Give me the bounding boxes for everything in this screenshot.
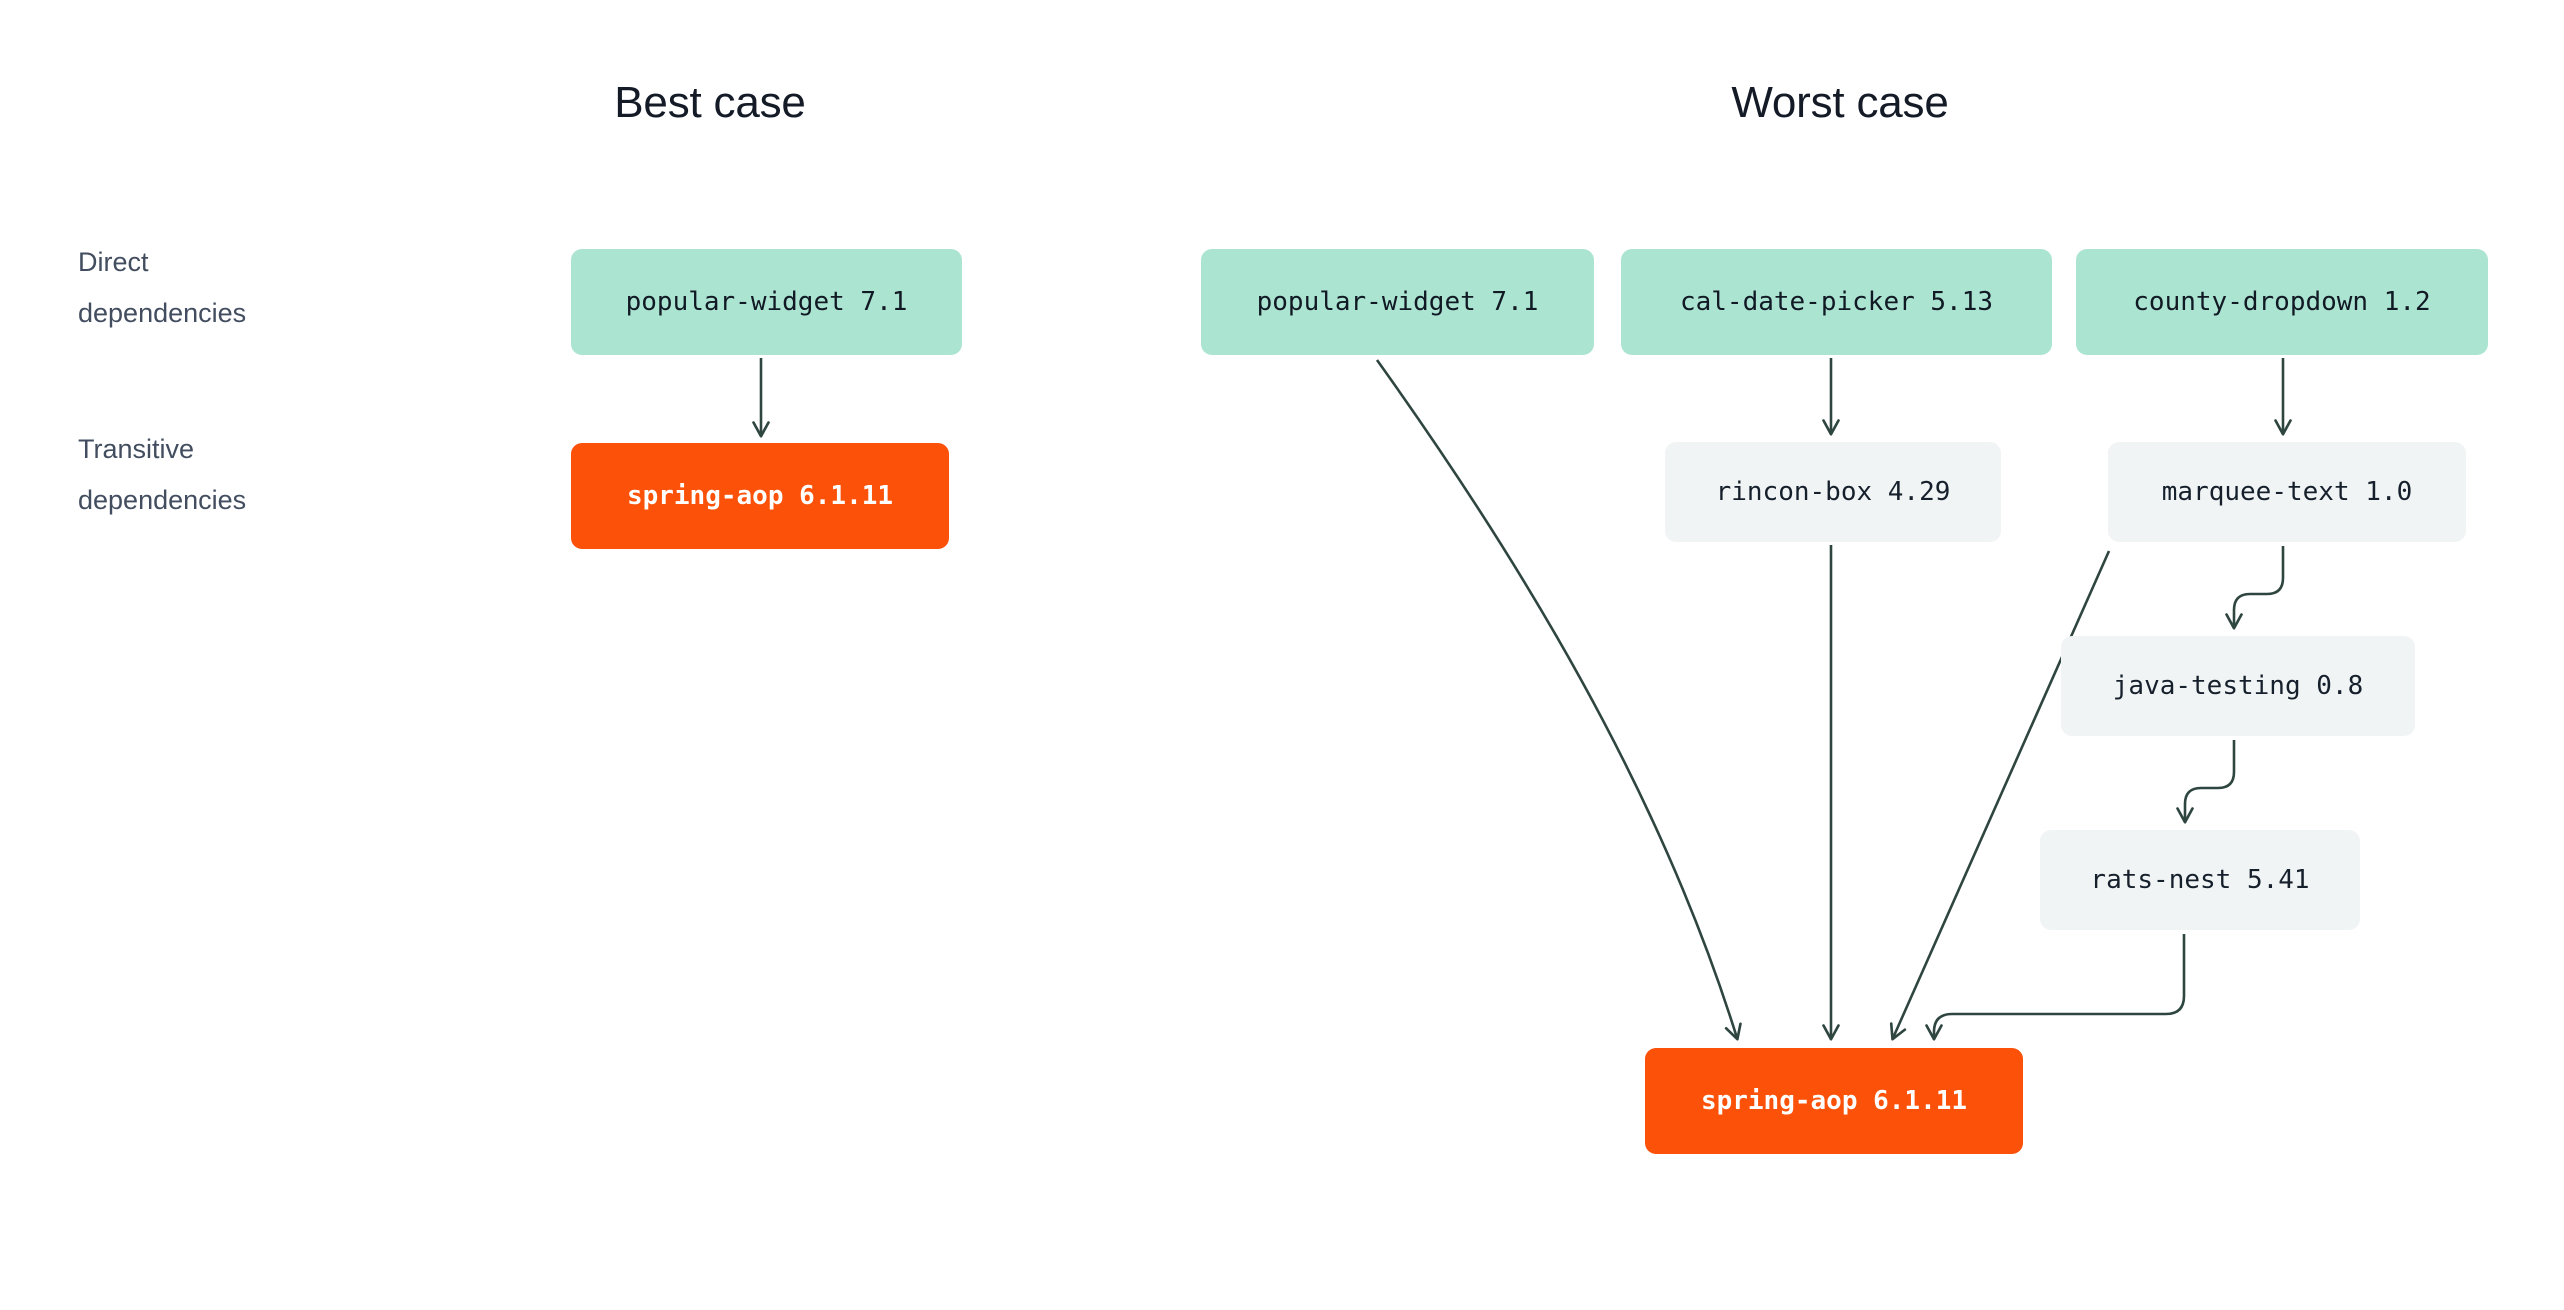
edge-w-java-to-w-rats: [2176, 740, 2236, 824]
node-worst-spring-aop: spring-aop 6.1.11: [1645, 1048, 2023, 1154]
row-label-direct-line2: dependencies: [78, 298, 247, 328]
row-label-transitive-dependencies: Transitive dependencies: [78, 424, 408, 526]
row-label-direct-line1: Direct: [78, 247, 149, 277]
node-best-spring-aop: spring-aop 6.1.11: [571, 443, 949, 549]
node-best-popular-widget: popular-widget 7.1: [571, 249, 962, 355]
node-worst-rincon-box: rincon-box 4.29: [1665, 442, 2001, 542]
node-worst-county-dropdown: county-dropdown 1.2: [2076, 249, 2488, 355]
node-worst-cal-date-picker: cal-date-picker 5.13: [1621, 249, 2052, 355]
edge-w-rats-to-w-spring: [1925, 934, 2186, 1041]
panel-title-best-case: Best case: [614, 78, 806, 127]
node-worst-popular-widget: popular-widget 7.1: [1201, 249, 1594, 355]
node-worst-marquee-text: marquee-text 1.0: [2108, 442, 2466, 542]
edge-w-marquee-to-w-java: [2225, 546, 2285, 630]
panel-title-worst-case: Worst case: [1731, 78, 1949, 127]
row-label-transitive-line2: dependencies: [78, 485, 247, 515]
row-label-direct-dependencies: Direct dependencies: [78, 237, 408, 339]
node-worst-rats-nest: rats-nest 5.41: [2040, 830, 2360, 930]
edge-w-marquee-to-w-spring: [1889, 550, 2111, 1041]
row-label-transitive-line1: Transitive: [78, 434, 195, 464]
node-worst-java-testing: java-testing 0.8: [2061, 636, 2415, 736]
